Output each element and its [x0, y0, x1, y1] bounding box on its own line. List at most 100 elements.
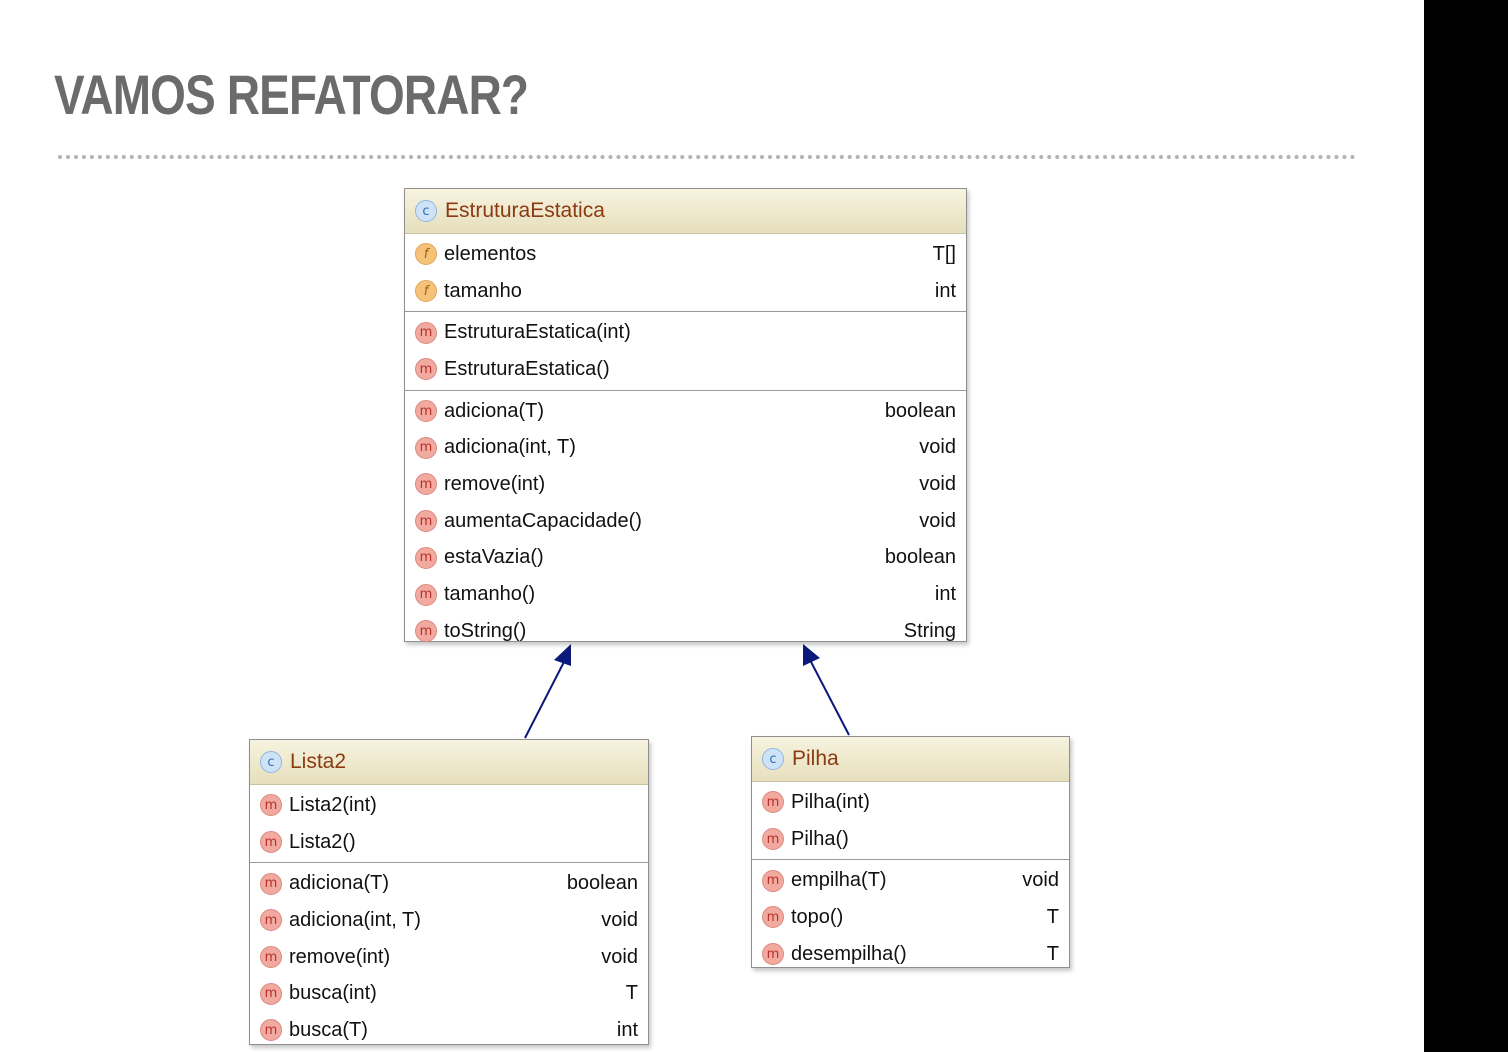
member-type: void [601, 945, 638, 968]
method-row[interactable]: m tamanho() int [405, 576, 966, 613]
slide-title: VAMOS REFATORAR? [54, 63, 529, 126]
method-row[interactable]: m Lista2(int) [250, 787, 648, 824]
member-name: adiciona(int, T) [444, 436, 576, 459]
member-type: int [934, 583, 956, 606]
member-name: tamanho() [444, 583, 536, 606]
method-icon: m [415, 510, 437, 533]
class-header: c EstruturaEstatica [405, 189, 966, 234]
method-row[interactable]: m busca(int) T [250, 975, 648, 1012]
arrow-pilha-to-estrutura [803, 644, 850, 736]
method-icon: m [415, 321, 437, 344]
arrow-lista2-to-estrutura [524, 644, 571, 739]
member-type: void [601, 908, 638, 931]
member-name: Pilha(int) [791, 790, 870, 813]
method-icon: m [260, 982, 282, 1005]
method-icon: m [415, 400, 437, 423]
member-name: EstruturaEstatica(int) [444, 321, 631, 344]
method-icon: m [260, 794, 282, 817]
class-icon: c [260, 751, 282, 773]
method-icon: m [415, 358, 437, 381]
member-name: aumentaCapacidade() [444, 509, 642, 532]
right-black-bar [1424, 0, 1508, 1052]
method-row[interactable]: m adiciona(T) boolean [250, 865, 648, 902]
method-icon: m [260, 946, 282, 969]
field-icon: f [415, 243, 437, 266]
member-name: EstruturaEstatica() [444, 357, 610, 380]
member-type: boolean [884, 399, 956, 422]
member-type: int [616, 1018, 638, 1041]
method-row[interactable]: m estaVazia() boolean [405, 540, 966, 577]
member-type: boolean [884, 546, 956, 569]
method-icon: m [415, 546, 437, 569]
member-name: busca(int) [289, 982, 377, 1005]
member-name: remove(int) [444, 472, 546, 495]
member-type: String [903, 619, 956, 642]
title-divider [58, 155, 1356, 159]
member-name: Pilha() [791, 827, 849, 850]
member-type: void [919, 436, 956, 459]
method-row[interactable]: m Lista2() [250, 824, 648, 861]
member-name: estaVazia() [444, 546, 544, 569]
method-icon: m [762, 906, 784, 929]
method-icon: m [415, 583, 437, 606]
member-name: adiciona(T) [289, 872, 390, 895]
member-type: T [1046, 905, 1059, 928]
method-row[interactable]: m adiciona(int, T) void [405, 429, 966, 466]
member-type: void [919, 472, 956, 495]
member-name: Lista2(int) [289, 793, 377, 816]
method-row[interactable]: m Pilha() [752, 821, 1069, 858]
member-name: adiciona(int, T) [289, 908, 421, 931]
class-header: c Lista2 [250, 740, 648, 785]
method-row[interactable]: m aumentaCapacidade() void [405, 503, 966, 540]
method-row[interactable]: m EstruturaEstatica(int) [405, 314, 966, 351]
member-type: void [919, 509, 956, 532]
method-row[interactable]: m empilha(T) void [752, 862, 1069, 899]
method-icon: m [415, 436, 437, 459]
member-type: boolean [566, 872, 638, 895]
member-type: T [625, 982, 638, 1005]
class-header: c Pilha [752, 737, 1069, 782]
method-row[interactable]: m remove(int) void [405, 466, 966, 503]
class-icon: c [762, 748, 784, 770]
field-icon: f [415, 280, 437, 303]
class-name: EstruturaEstatica [445, 199, 605, 222]
method-icon: m [415, 473, 437, 496]
member-name: Lista2() [289, 830, 356, 853]
method-row[interactable]: m adiciona(T) boolean [405, 393, 966, 430]
member-type: T[] [932, 242, 956, 265]
method-row[interactable]: m remove(int) void [250, 939, 648, 976]
method-icon: m [260, 831, 282, 854]
method-icon: m [415, 620, 437, 643]
member-name: remove(int) [289, 945, 391, 968]
member-name: busca(T) [289, 1018, 368, 1041]
method-row[interactable]: m EstruturaEstatica() [405, 351, 966, 388]
class-name: Lista2 [290, 750, 347, 773]
member-type: int [934, 279, 956, 302]
method-icon: m [762, 828, 784, 851]
member-section: m adiciona(T) boolean m adiciona(int, T) void… [405, 391, 966, 652]
method-icon: m [762, 869, 784, 892]
member-name: adiciona(T) [444, 399, 545, 422]
method-icon: m [260, 872, 282, 895]
member-type: void [1022, 869, 1059, 892]
class-icon: c [415, 200, 437, 222]
member-name: empilha(T) [791, 869, 887, 892]
class-name: Pilha [792, 747, 839, 770]
